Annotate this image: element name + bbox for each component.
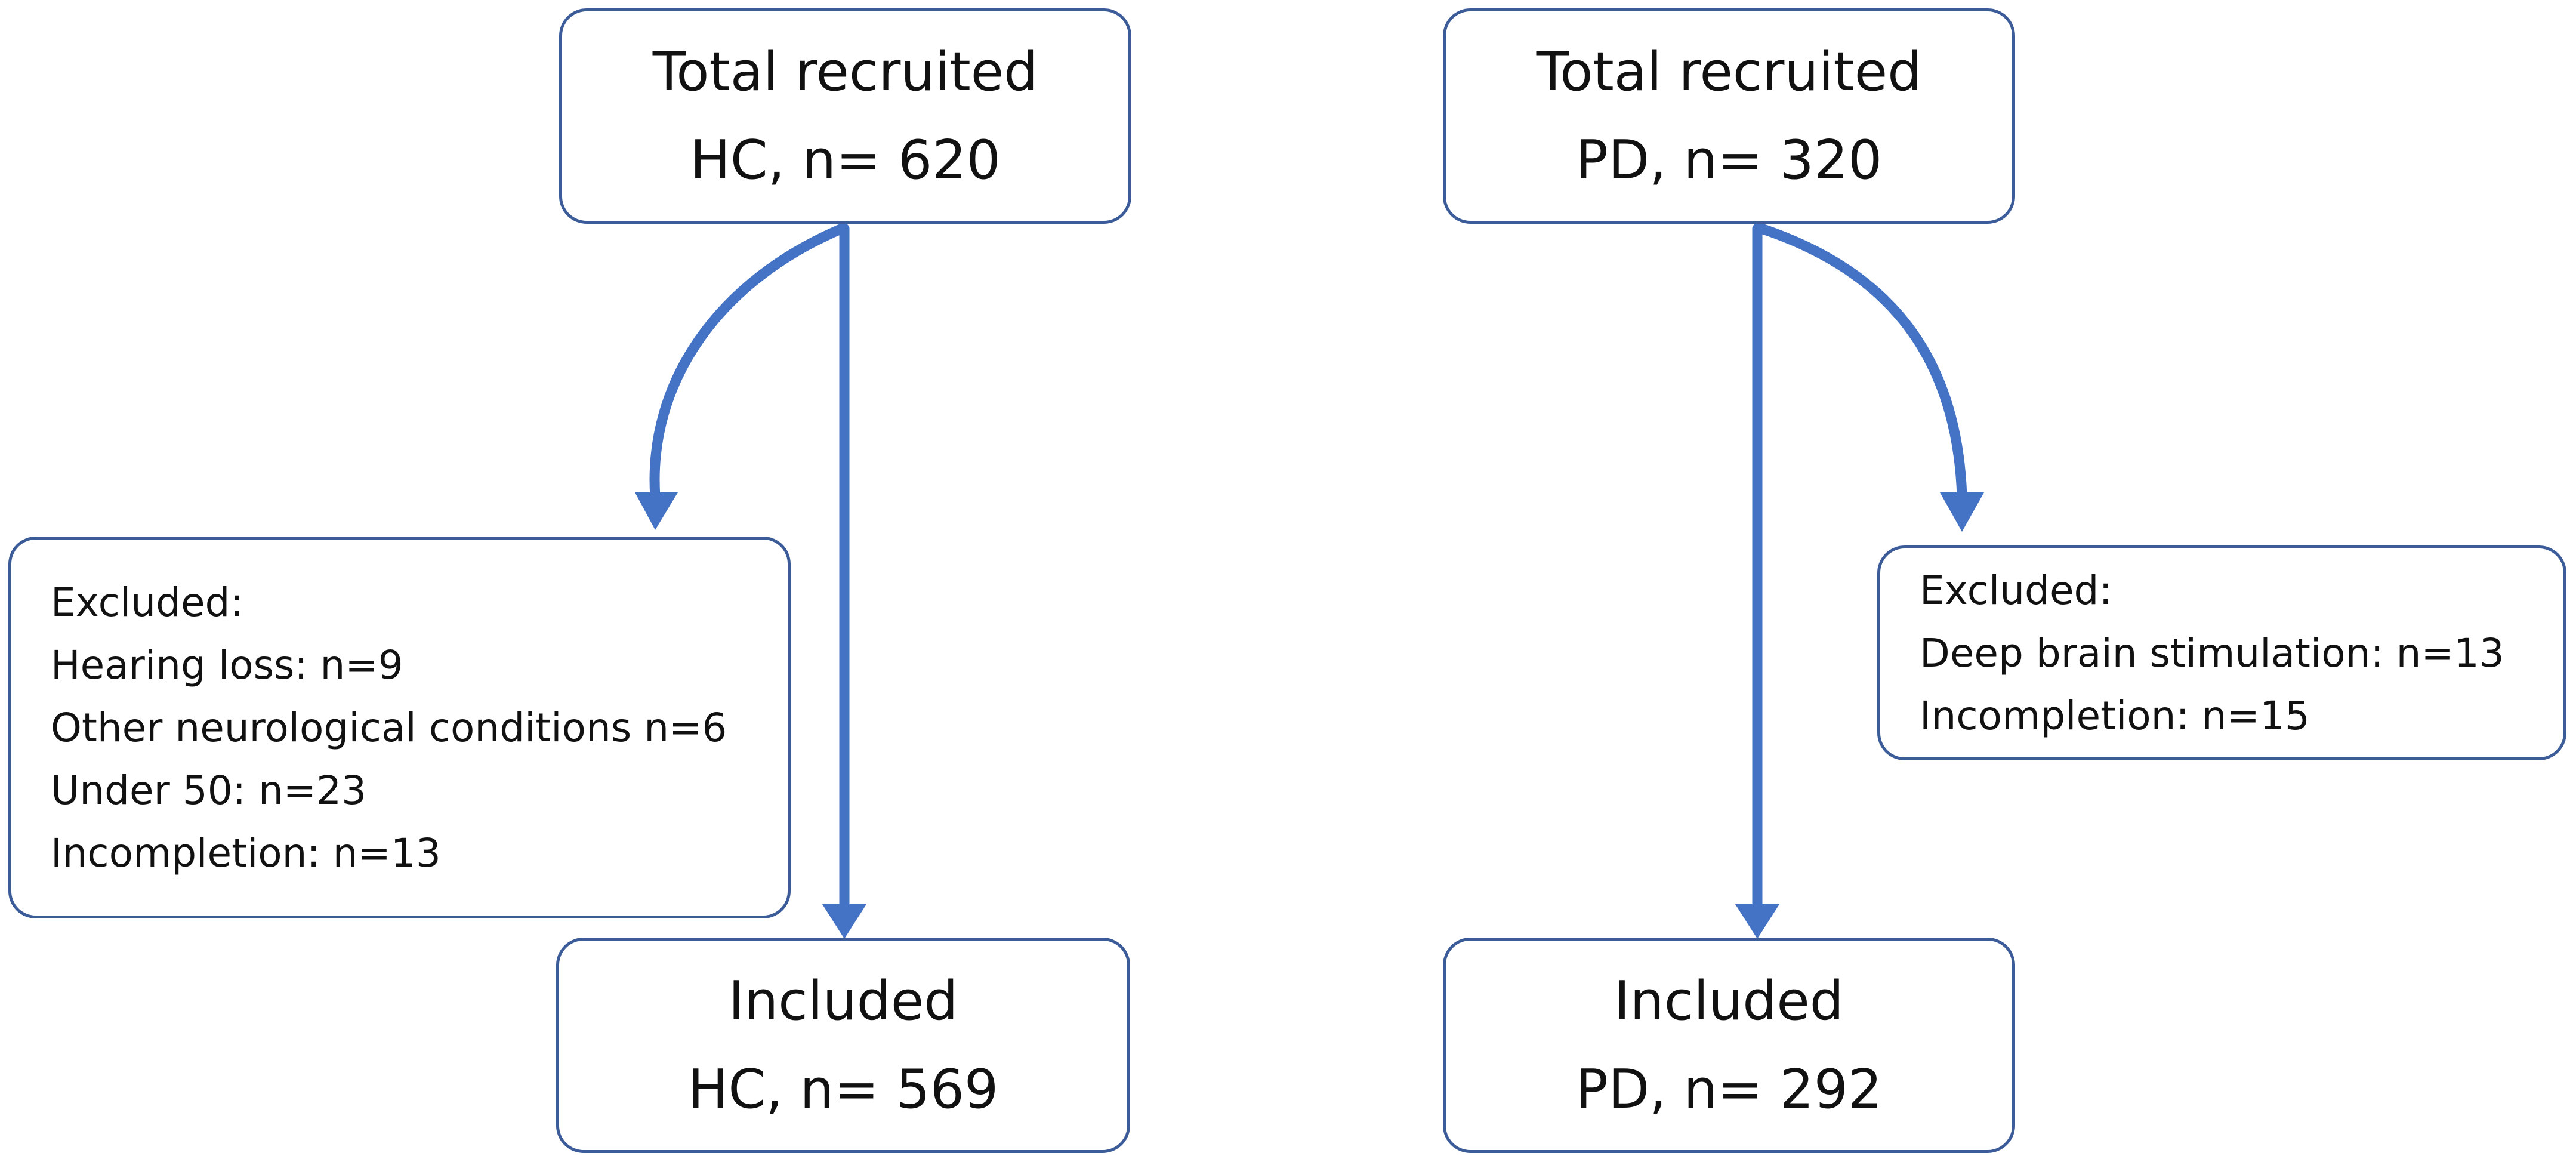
pd-excluded-item-incompletion: Incompletion: n=15 [1920,692,2310,739]
pd-included-title: Included [1614,969,1844,1032]
hc-excluded-item-incompletion: Incompletion: n=13 [51,830,441,876]
hc-total-count: HC, n= 620 [690,128,1001,192]
pd-included-count: PD, n= 292 [1575,1058,1883,1121]
pd-exclusion-arrow-line [1756,223,1967,502]
hc-included-count: HC, n= 569 [687,1058,999,1121]
hc-included-box: Included HC, n= 569 [556,938,1130,1153]
pd-excluded-item-dbs: Deep brain stimulation: n=13 [1920,630,2504,676]
pd-total-recruited-box: Total recruited PD, n= 320 [1443,8,2015,224]
hc-excluded-item-under-50: Under 50: n=23 [51,767,367,813]
hc-exclusion-arrowhead [635,492,678,530]
hc-excluded-item-neurological: Other neurological conditions n=6 [51,704,727,751]
pd-included-box: Included PD, n= 292 [1443,938,2015,1153]
hc-excluded-item-hearing-loss: Hearing loss: n=9 [51,642,403,688]
hc-exclusion-arrow-line [649,223,847,502]
pd-excluded-box: Excluded: Deep brain stimulation: n=13 I… [1877,545,2566,760]
hc-total-recruited-box: Total recruited HC, n= 620 [559,8,1131,224]
pd-exclusion-arrowhead [1940,492,1984,532]
hc-excluded-heading: Excluded: [51,579,243,625]
hc-inclusion-arrowhead [822,904,866,939]
pd-total-title: Total recruited [1536,40,1922,103]
hc-total-title: Total recruited [652,40,1038,103]
hc-included-title: Included [728,969,958,1032]
hc-excluded-box: Excluded: Hearing loss: n=9 Other neurol… [8,537,791,918]
pd-excluded-heading: Excluded: [1920,567,2112,614]
pd-total-count: PD, n= 320 [1575,128,1883,192]
pd-inclusion-arrowhead [1735,904,1779,939]
